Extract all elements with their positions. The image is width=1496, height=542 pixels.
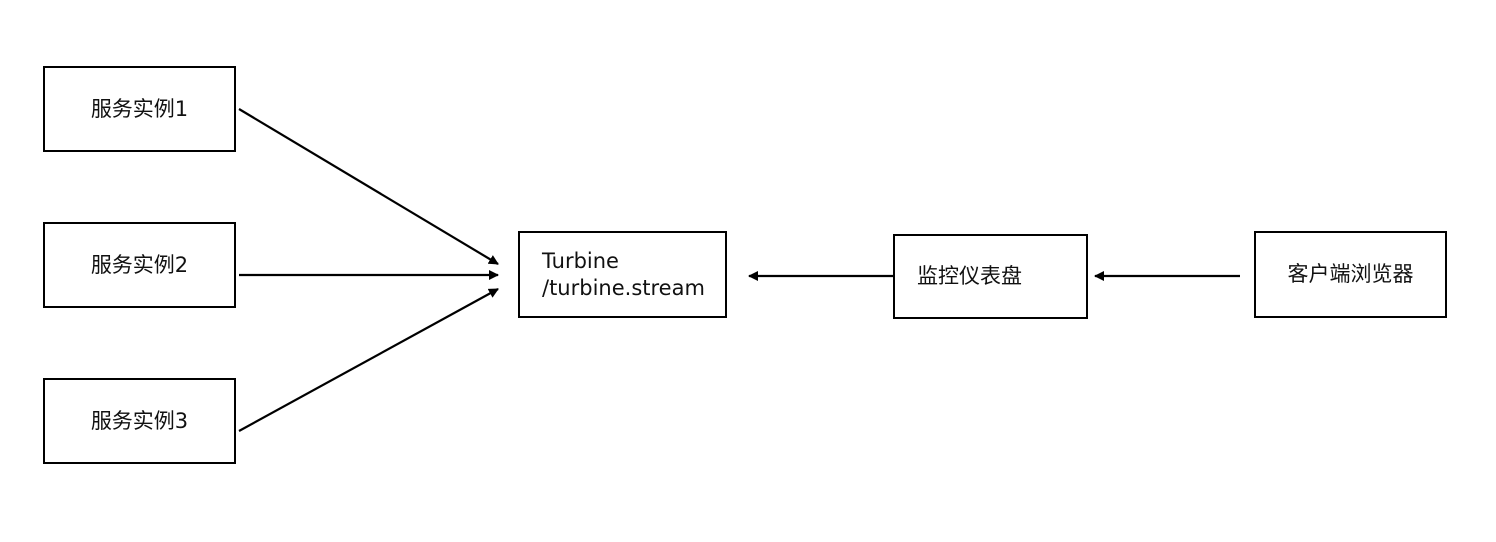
client-browser-label: 客户端浏览器	[1287, 262, 1414, 287]
client-browser-box: 客户端浏览器	[1254, 231, 1447, 318]
service-instance-3-label: 服务实例3	[90, 408, 189, 433]
monitoring-dashboard-label: 监控仪表盘	[917, 264, 1022, 289]
service-instance-1-label: 服务实例1	[90, 96, 189, 121]
edge-service3-to-turbine	[238, 288, 499, 432]
service-instance-2-label: 服务实例2	[90, 252, 189, 277]
edge-service1-to-turbine	[238, 108, 499, 265]
service-instance-2-box: 服务实例2	[43, 222, 236, 308]
monitoring-dashboard-box: 监控仪表盘	[893, 234, 1088, 319]
service-instance-1-box: 服务实例1	[43, 66, 236, 152]
turbine-stream-label: Turbine /turbine.stream	[542, 248, 705, 300]
service-instance-3-box: 服务实例3	[43, 378, 236, 464]
turbine-stream-box: Turbine /turbine.stream	[518, 231, 727, 318]
